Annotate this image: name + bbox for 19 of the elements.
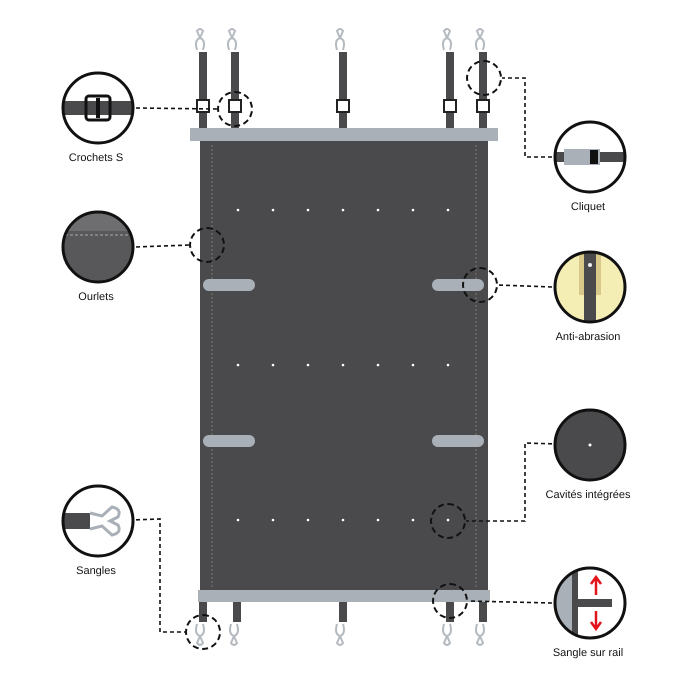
leader-line — [136, 244, 190, 248]
leader-line — [502, 77, 552, 158]
callout-label: Cliquet — [570, 201, 606, 213]
dashed-circle-marker — [432, 583, 468, 619]
dashed-circle-marker — [185, 614, 221, 650]
leader-line — [498, 284, 552, 288]
callout-label: Crochets S — [68, 152, 124, 164]
dashed-circle-marker — [462, 267, 498, 303]
callout-label: Cavités intégrées — [544, 489, 632, 501]
dashed-circle-marker — [189, 227, 225, 263]
callout-label: Sangles — [75, 565, 117, 577]
dashed-circle-marker — [466, 60, 502, 96]
callout-label: Ourlets — [77, 291, 115, 303]
dashed-circle-marker — [430, 503, 466, 539]
callout-label: Sangle sur rail — [552, 647, 624, 659]
leader-line — [136, 518, 185, 633]
callout-label: Anti-abrasion — [554, 331, 622, 343]
dashed-circle-marker — [217, 91, 253, 127]
leader-line — [466, 442, 552, 522]
